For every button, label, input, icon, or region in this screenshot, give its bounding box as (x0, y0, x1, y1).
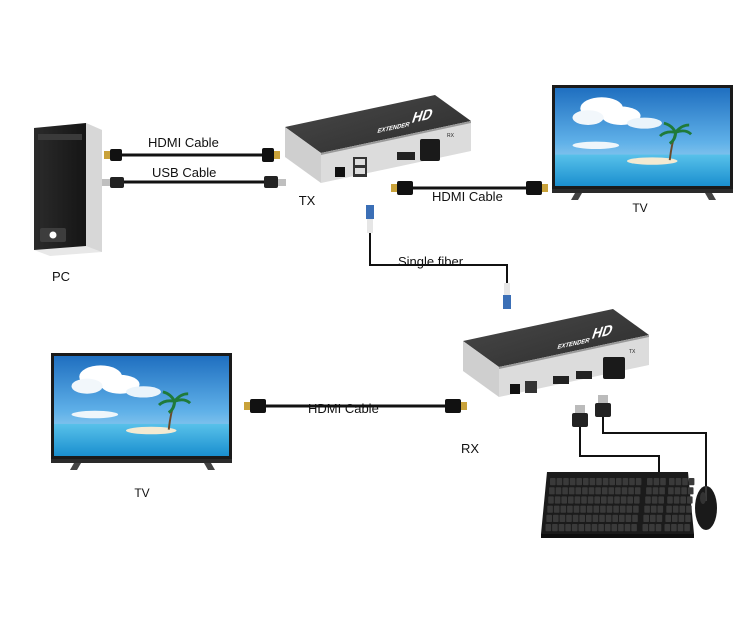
hdmi-cable-rx-tv (244, 399, 467, 413)
rx-fiber-port (603, 357, 625, 379)
power-button-icon (49, 231, 57, 239)
tx-label: TX (299, 193, 316, 208)
rx-label: RX (461, 441, 479, 456)
pc-label: PC (52, 269, 70, 284)
tx-logo: HD (410, 106, 435, 128)
rx-hdmi-out-port (576, 371, 592, 379)
tx-fiber-port (420, 139, 440, 161)
tv-bottom (51, 353, 232, 470)
usb-cable-label-pc: USB Cable (152, 165, 216, 180)
hdmi-cable-tx-tv (391, 181, 548, 195)
keyboard (541, 472, 695, 538)
tx-extender: HD EXTENDER RX (285, 95, 471, 183)
single-fiber-cable (366, 205, 511, 309)
hdmi-cable-pc-tx (104, 148, 280, 162)
tx-hdmi-port (397, 152, 415, 160)
pc-tower (34, 123, 102, 256)
fiber-label: Single fiber (398, 254, 464, 269)
tv-top-label: TV (632, 201, 647, 215)
mouse (695, 486, 717, 530)
rx-extender: HD EXTENDER TX (463, 309, 649, 397)
usb-cables-keyboard-mouse (572, 395, 707, 486)
usb-cable-pc-tx (102, 176, 286, 188)
rx-logo: HD (590, 322, 615, 344)
tx-panel-marking: RX (447, 133, 455, 139)
tv-top (552, 85, 733, 200)
hdmi-cable-label-rx-tv: HDMI Cable (308, 401, 379, 416)
tv-bottom-label: TV (134, 486, 149, 500)
rx-usb-port (525, 381, 537, 393)
rx-panel-marking: TX (629, 349, 636, 355)
rx-hdmi-in-port (553, 376, 569, 384)
hdmi-cable-label-tx-tv: HDMI Cable (432, 189, 503, 204)
hdmi-cable-label-pc: HDMI Cable (148, 135, 219, 150)
